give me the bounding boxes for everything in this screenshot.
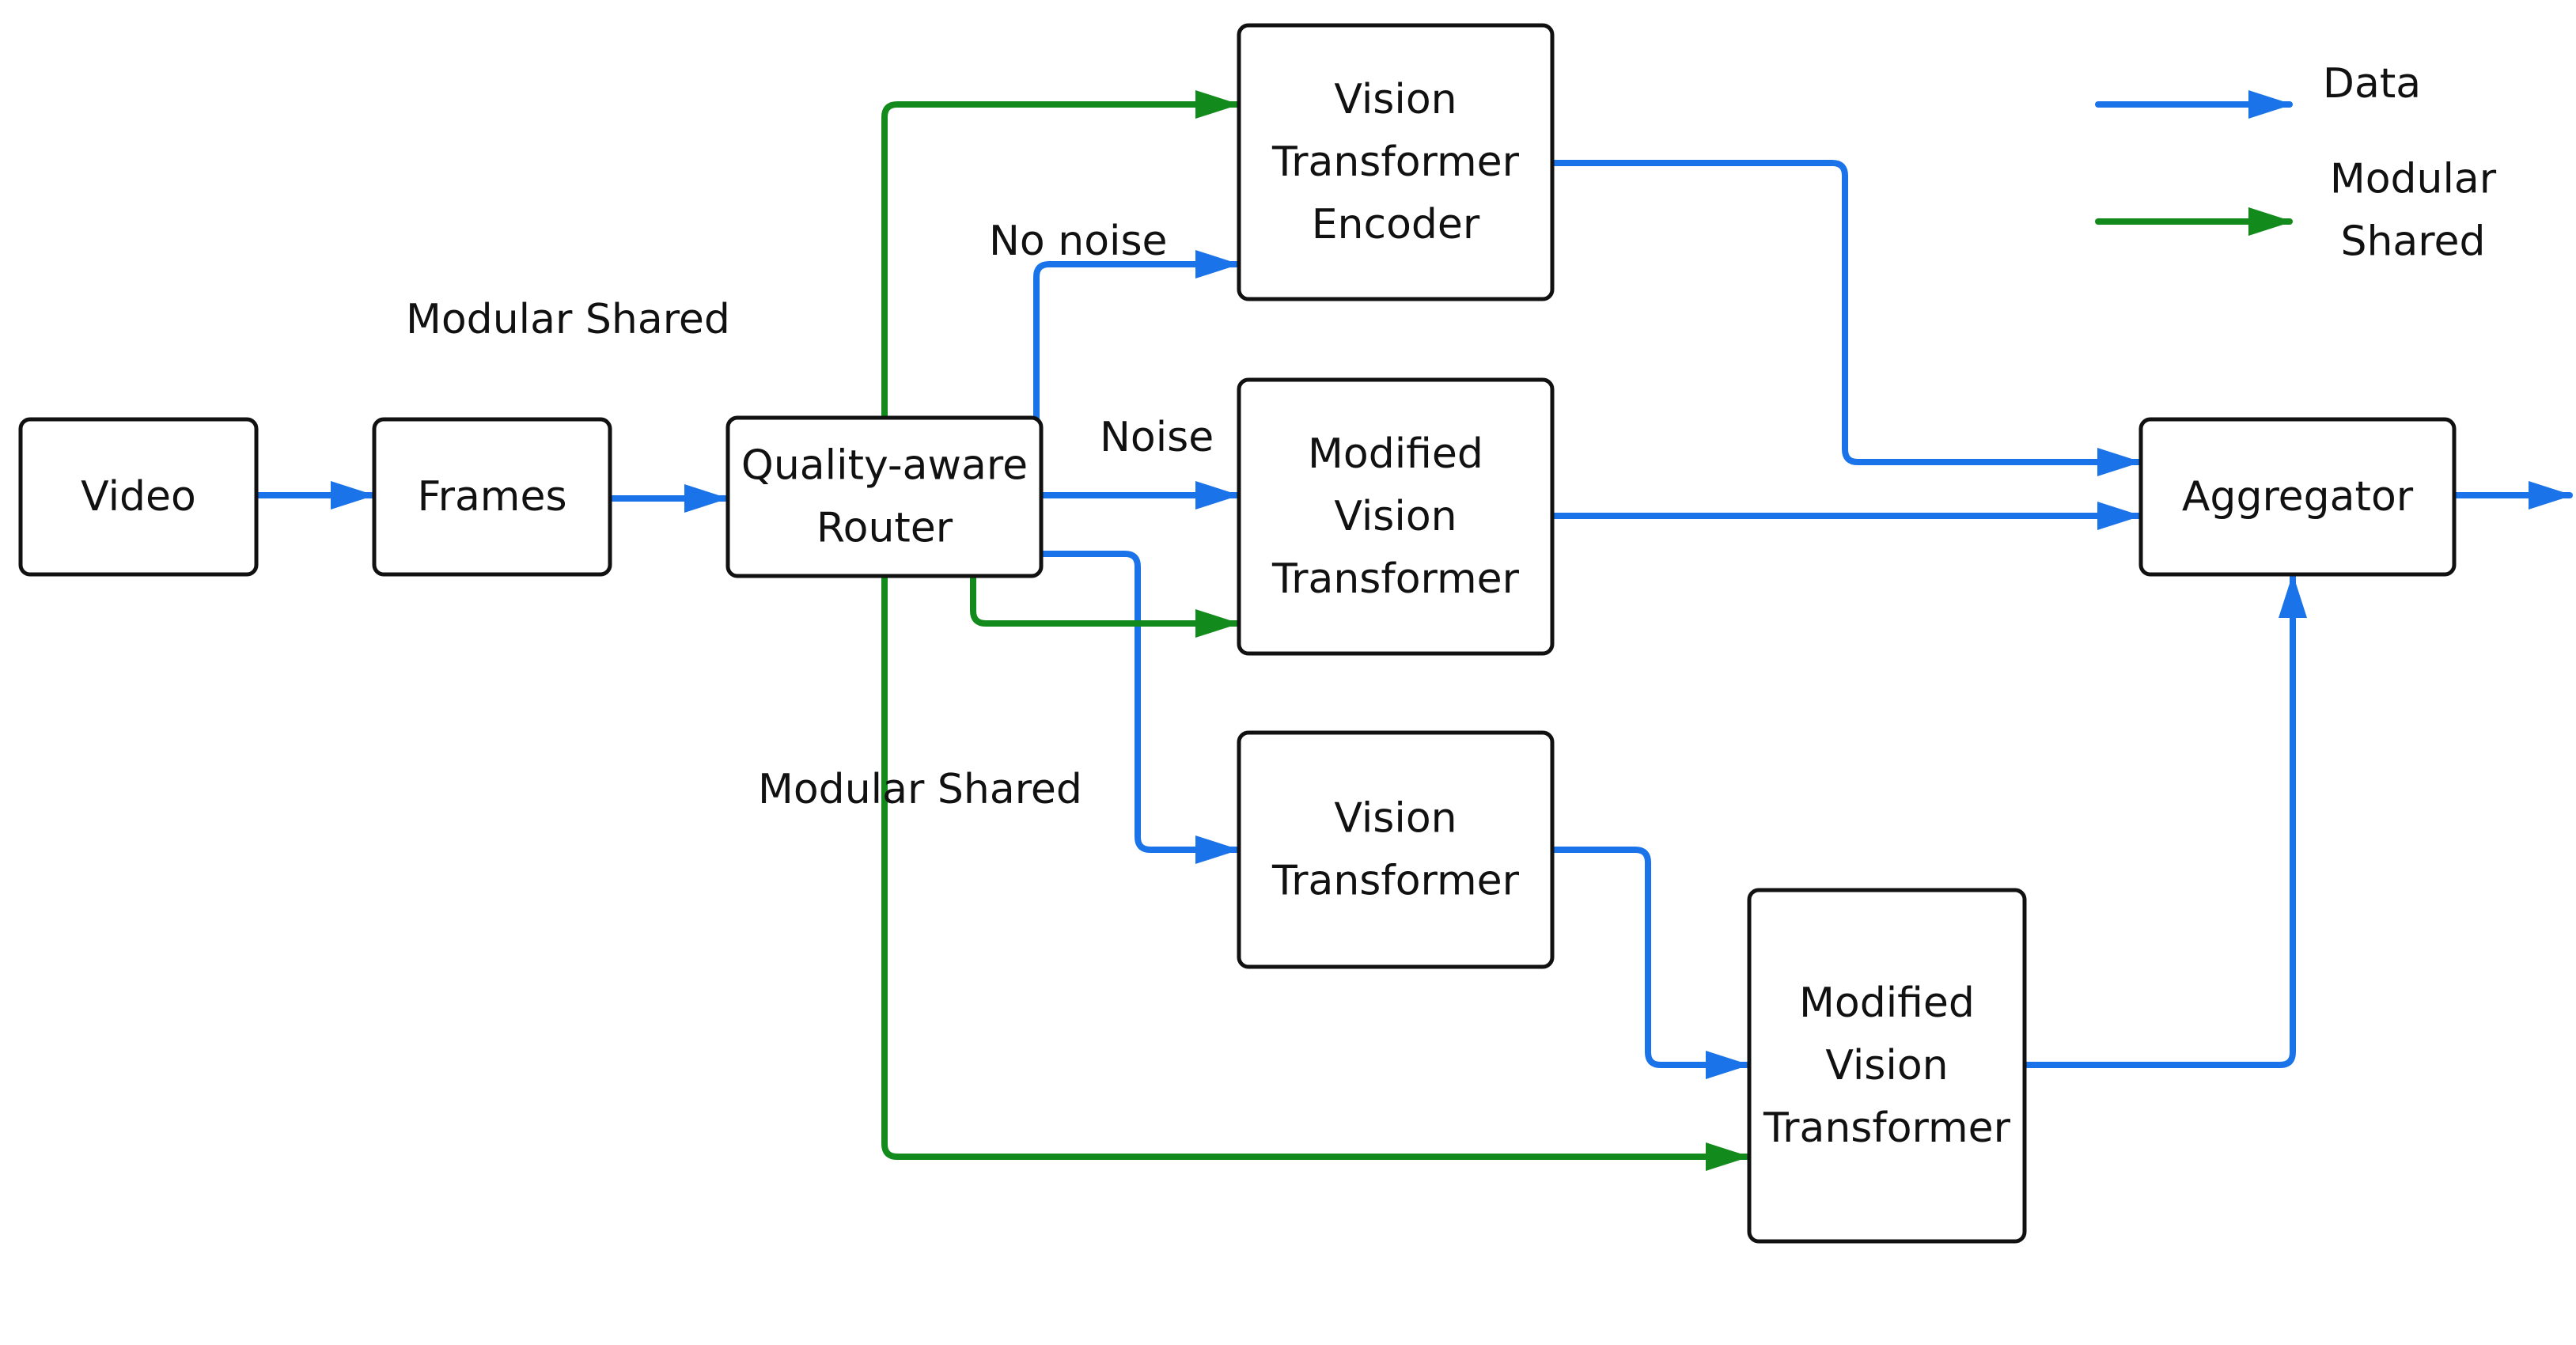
- node-modified-vit-2-label-line: Vision: [1825, 1042, 1948, 1089]
- node-modified-vit-1-box: [1237, 377, 1555, 656]
- node-router-label-line: Router: [816, 505, 953, 552]
- node-aggregator-box: [2138, 417, 2457, 577]
- label-noise: Noise: [1100, 414, 1214, 461]
- label-no-noise: No noise: [989, 218, 1168, 265]
- node-modified-vit-2-box: [1747, 888, 2027, 1244]
- legend-label-data: Data: [2323, 60, 2421, 108]
- legend-label-modular-shared: Modular: [2330, 156, 2497, 203]
- arrow-modified-vit-2-to-aggregator: [2021, 574, 2307, 1068]
- node-modified-vit-1-label-line: Transformer: [1271, 555, 1520, 603]
- connections: [253, 90, 2573, 1171]
- node-vit-encoder-label-line: Transformer: [1271, 138, 1520, 186]
- arrow-router-to-encoder-no-noise: [1033, 250, 1240, 422]
- arrow-router-to-modified-vit-2-shared: [881, 573, 1750, 1171]
- label-modular-shared-bottom: Modular Shared: [758, 766, 1082, 813]
- label-modular-shared-top: Modular Shared: [406, 296, 730, 343]
- legend-item-data: Data: [2095, 60, 2421, 119]
- node-modified-vit-1-label-line: Vision: [1334, 493, 1457, 540]
- node-video-box: [18, 417, 259, 577]
- arrow-router-to-encoder-shared: [881, 90, 1240, 421]
- node-frames: Frames: [372, 417, 612, 577]
- arrow-router-to-modified-vit-1-shared: [970, 573, 1240, 638]
- node-video-label-line: Video: [81, 473, 196, 521]
- node-vit-encoder-label-line: Vision: [1334, 76, 1457, 123]
- node-vit-encoder-box: [1237, 23, 1555, 301]
- node-modified-vit-1-label-line: Modified: [1308, 430, 1483, 478]
- node-router-label-line: Quality-aware: [741, 442, 1028, 490]
- node-video: Video: [18, 417, 259, 577]
- node-aggregator-label-line: Aggregator: [2182, 473, 2414, 521]
- node-vit-box: [1237, 730, 1555, 969]
- node-router-box: [725, 415, 1044, 578]
- node-vit-encoder-label-line: Encoder: [1312, 201, 1480, 248]
- node-vit-label-line: Transformer: [1271, 858, 1520, 905]
- arrow-router-to-vit: [1038, 551, 1240, 864]
- node-frames-label-line: Frames: [417, 473, 566, 521]
- node-modified-vit-2-label-line: Transformer: [1763, 1104, 2011, 1152]
- node-frames-box: [372, 417, 612, 577]
- legend-label-modular-shared: Shared: [2340, 218, 2485, 266]
- node-aggregator: Aggregator: [2138, 417, 2457, 577]
- arrow-encoder-to-aggregator: [1549, 160, 2142, 476]
- node-modified-vit-2-label-line: Modified: [1799, 979, 1975, 1027]
- arrow-vit-to-modified-vit-2: [1549, 847, 1750, 1079]
- node-vit-label-line: Vision: [1334, 795, 1457, 843]
